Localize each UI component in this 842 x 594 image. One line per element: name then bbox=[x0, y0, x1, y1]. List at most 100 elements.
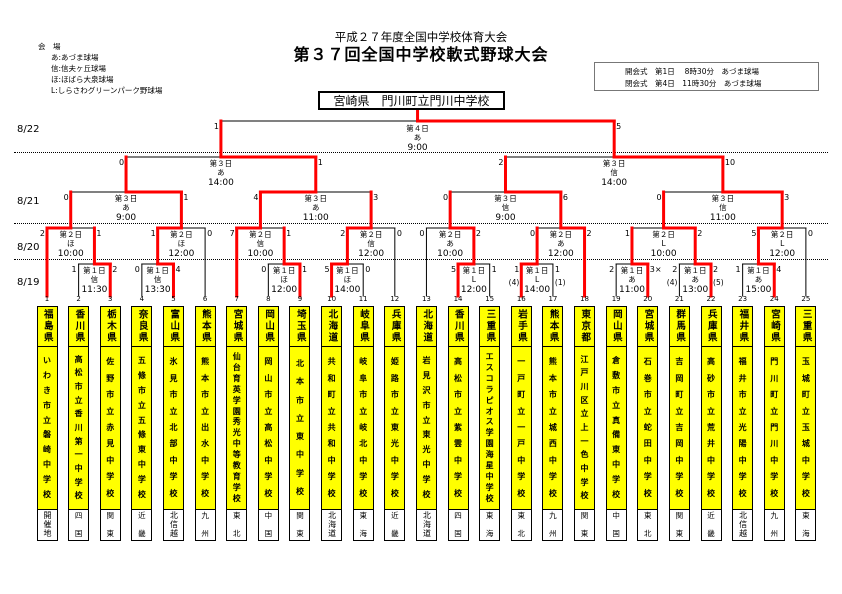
team-prefecture: 熊本県 bbox=[547, 309, 559, 344]
score-left: 2 bbox=[609, 265, 614, 274]
team-region-cell: 北海道 bbox=[322, 510, 342, 539]
match-venue: 信 bbox=[91, 274, 99, 284]
match-venue: ほ bbox=[178, 239, 186, 248]
match-time: 11:30 bbox=[81, 285, 107, 295]
score-right: 3× bbox=[650, 265, 662, 274]
team-prefecture: 兵庫県 bbox=[705, 309, 717, 344]
score-left: 1 bbox=[625, 229, 630, 238]
score-right: 1 bbox=[555, 265, 560, 274]
team-number: 19 bbox=[611, 295, 621, 303]
team-prefecture: 群馬県 bbox=[674, 309, 686, 344]
team-prefecture-cell: 熊本県 bbox=[195, 307, 215, 347]
team-region: 近畿 bbox=[701, 510, 721, 539]
team-region: 関東 bbox=[100, 510, 120, 539]
team-number: 21 bbox=[674, 295, 684, 303]
team-number: 2 bbox=[76, 295, 81, 303]
team-prefecture: 宮城県 bbox=[231, 309, 243, 344]
score-right: 6 bbox=[563, 193, 568, 202]
team-entry: 岡山県倉敷市立真備東中学校中国 bbox=[605, 306, 627, 541]
team-school: 石巻市立蛇田中学校 bbox=[638, 347, 658, 510]
team-entry: 宮城県仙台育英学園秀光中等教育学校東北 bbox=[226, 306, 248, 541]
score-right: 4 bbox=[776, 265, 781, 274]
venue-legend: 会 場 あ:あづま球場 信:信夫ヶ丘球場 ほ:ほばら大泉球場 L:しらさわグリー… bbox=[38, 41, 162, 96]
team-prefecture-cell: 奈良県 bbox=[132, 307, 152, 347]
team-school: 氷見市立北部中学校 bbox=[163, 347, 183, 510]
match-day: 第３日 bbox=[712, 193, 735, 203]
match-time: 12:00 bbox=[271, 285, 297, 295]
score-left: 0 bbox=[64, 193, 69, 202]
team-prefecture: 栃木県 bbox=[104, 309, 116, 344]
score-left: 1 bbox=[514, 265, 519, 274]
team-entry: 香川県高松市立香川第一中学校四国 bbox=[68, 306, 90, 541]
team-prefecture-cell: 宮城県 bbox=[227, 307, 247, 347]
team-region: 九州 bbox=[195, 510, 215, 539]
match-day: 第１日 bbox=[526, 265, 549, 275]
match-time: 15:00 bbox=[745, 285, 771, 295]
team-number: 5 bbox=[171, 295, 176, 303]
team-region: 関東 bbox=[575, 510, 595, 539]
score-right: 0 bbox=[207, 229, 212, 238]
match-time: 14:00 bbox=[524, 285, 550, 295]
match-day: 第３日 bbox=[210, 158, 233, 168]
team-entry: 埼玉県北本市立東中学校関東 bbox=[289, 306, 311, 541]
match-venue: 信 bbox=[367, 238, 375, 248]
score-note: (5) bbox=[713, 278, 724, 287]
team-number: 15 bbox=[485, 295, 495, 303]
team-entry: 奈良県五條市立五條東中学校近畿 bbox=[131, 306, 153, 541]
team-prefecture-cell: 埼玉県 bbox=[290, 307, 310, 347]
team-prefecture-cell: 富山県 bbox=[163, 307, 183, 347]
match-day: 第３日 bbox=[305, 193, 328, 203]
team-entry: 岩手県一戸町立一戸中学校東北 bbox=[510, 306, 532, 541]
score-right: 1 bbox=[286, 229, 291, 238]
team-number: 9 bbox=[297, 295, 303, 303]
match-venue: 信 bbox=[719, 202, 727, 212]
team-number: 20 bbox=[643, 295, 653, 303]
match-day: 第１日 bbox=[336, 265, 359, 275]
team-prefecture-cell: 兵庫県 bbox=[701, 307, 721, 347]
score-right: 1 bbox=[96, 229, 101, 238]
match-venue: 信 bbox=[154, 274, 162, 284]
team-prefecture-cell: 群馬県 bbox=[669, 307, 689, 347]
team-school: エスコラピオス学園海星中学校 bbox=[480, 347, 500, 510]
team-prefecture: 北海道 bbox=[326, 309, 338, 344]
score-left: 2 bbox=[340, 229, 345, 238]
match-day: 第２日 bbox=[439, 229, 462, 239]
match-venue: あ bbox=[122, 203, 130, 212]
match-venue: あ bbox=[217, 168, 225, 177]
date-label: 8/22 bbox=[17, 124, 40, 135]
team-school: 江戸川区立上一色中学校 bbox=[575, 347, 595, 510]
team-number: 14 bbox=[453, 295, 463, 303]
team-prefecture-cell: 東京都 bbox=[575, 307, 595, 347]
team-number: 23 bbox=[738, 295, 748, 303]
score-left: 2 bbox=[672, 265, 677, 274]
score-right: 3 bbox=[373, 193, 378, 202]
match-venue: L bbox=[780, 239, 785, 248]
team-prefecture-cell: 香川県 bbox=[69, 307, 89, 347]
team-school: 岐阜市立岐北中学校 bbox=[353, 347, 373, 510]
team-number: 10 bbox=[327, 295, 337, 303]
team-number: 24 bbox=[769, 295, 779, 303]
score-left: 4 bbox=[253, 193, 258, 202]
score-left: 1 bbox=[72, 265, 77, 274]
team-region: 開催地 bbox=[43, 511, 52, 538]
team-entry: 熊本県熊本市立出水中学校九州 bbox=[194, 306, 216, 541]
team-prefecture: 岡山県 bbox=[263, 309, 275, 344]
team-prefecture-cell: 三重県 bbox=[480, 307, 500, 347]
tournament-title: 第３７回全国中学校軟式野球大会 bbox=[293, 45, 549, 64]
match-time: 11:00 bbox=[303, 213, 329, 223]
match-day: 第１日 bbox=[684, 265, 707, 275]
score-left: 0 bbox=[419, 229, 424, 238]
team-school: 門川町立門川中学校 bbox=[764, 347, 784, 510]
team-prefecture-cell: 栃木県 bbox=[100, 307, 120, 347]
team-region: 関東 bbox=[669, 510, 689, 539]
team-region: 東海 bbox=[480, 510, 500, 539]
score-right: 2 bbox=[713, 265, 718, 274]
team-prefecture-cell: 兵庫県 bbox=[385, 307, 405, 347]
team-prefecture: 岩手県 bbox=[516, 309, 528, 344]
match-time: 12:00 bbox=[548, 249, 574, 259]
score-left: 1 bbox=[151, 229, 156, 238]
team-prefecture-cell: 福島県 bbox=[37, 307, 57, 347]
match-venue: あ bbox=[312, 203, 320, 212]
team-prefecture: 三重県 bbox=[484, 309, 496, 344]
